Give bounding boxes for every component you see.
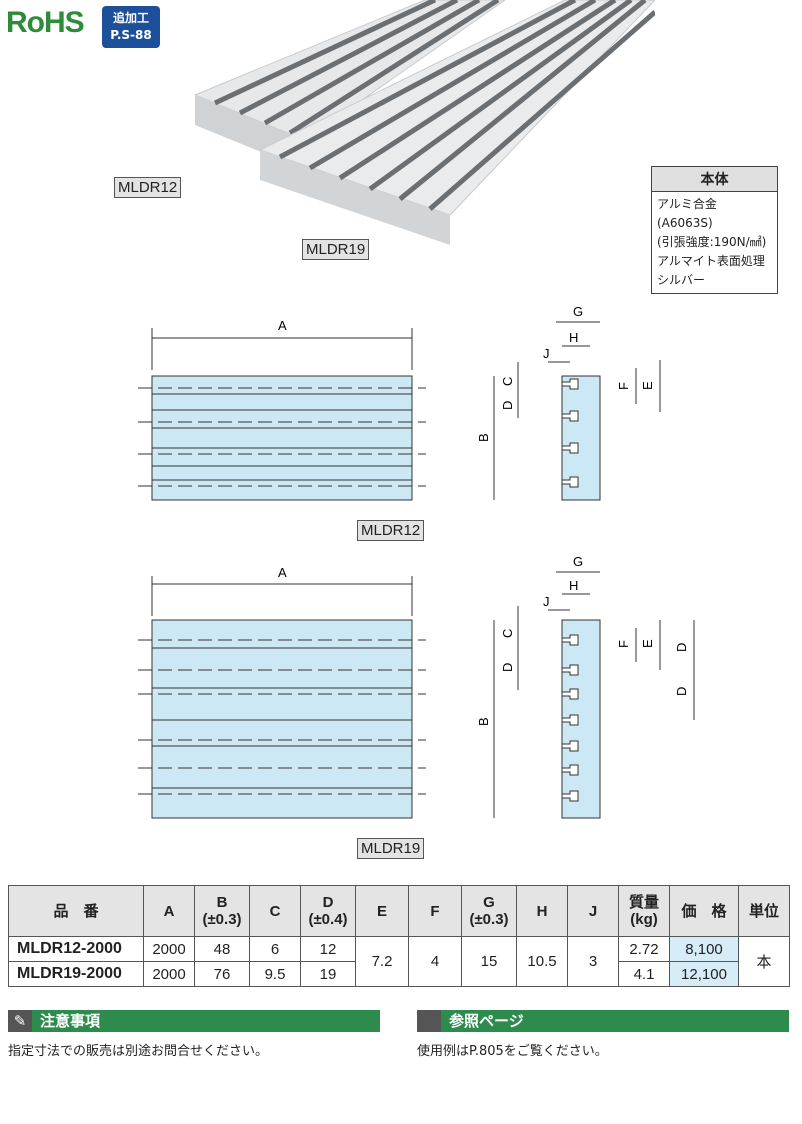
additional-processing-tag: 追加工 P.S-88 [102, 6, 160, 48]
th-h: H [516, 885, 568, 937]
photo-label-mldr19: MLDR19 [302, 239, 370, 260]
cell-d: 12 [300, 936, 356, 962]
cell-j: 3 [567, 936, 619, 987]
dim-label-c: C [500, 377, 515, 386]
spec-line: (引張強度:190N/㎟) [657, 235, 767, 249]
th-f: F [408, 885, 462, 937]
th-mass: 質量(kg) [618, 885, 670, 937]
dim-label-b: B [476, 433, 491, 442]
cell-g: 15 [461, 936, 517, 987]
dim-label-b: B [476, 717, 491, 726]
cell-c: 6 [249, 936, 301, 962]
reference-marker-icon [417, 1010, 441, 1032]
reference-title: 参照ページ [449, 1012, 524, 1030]
dim-label-h: H [569, 330, 578, 345]
dim-label-a: A [278, 565, 287, 580]
tag-line2: P.S-88 [110, 28, 152, 42]
th-e: E [355, 885, 409, 937]
dim-label-d: D [674, 643, 689, 652]
dim-label-h: H [569, 578, 578, 593]
caution-title: 注意事項 [40, 1012, 101, 1030]
cell-e: 7.2 [355, 936, 409, 987]
dim-label-e: E [640, 381, 655, 390]
th-d: D(±0.4) [300, 885, 356, 937]
spec-line: アルミ合金(A6063S) [657, 197, 717, 230]
th-b: B(±0.3) [194, 885, 250, 937]
dim-label-e: E [640, 639, 655, 648]
dim-label-d: D [500, 663, 515, 672]
tag-line1: 追加工 [112, 11, 149, 25]
dim-label-g: G [573, 554, 583, 569]
cell-part: MLDR12-2000 [8, 936, 144, 962]
dim-label-d: D [500, 401, 515, 410]
cell-b: 48 [194, 936, 250, 962]
spec-table: 品 番 A B(±0.3) C D(±0.4) E F G(±0.3) H J … [8, 885, 790, 987]
spec-line: アルマイト表面処理 [657, 254, 765, 268]
material-spec-box: 本体 アルミ合金(A6063S) (引張強度:190N/㎟) アルマイト表面処理… [651, 166, 778, 294]
cell-mass: 4.1 [618, 961, 670, 987]
reference-bar: 参照ページ [417, 1010, 789, 1032]
cell-mass: 2.72 [618, 936, 670, 962]
spec-line: シルバー [657, 273, 706, 287]
drawing-mldr12: A G H J B C D F E [138, 304, 661, 501]
table-row: MLDR12-2000 2000 48 6 12 7.2 4 15 10.5 3… [8, 936, 790, 987]
th-j: J [567, 885, 619, 937]
cell-a: 2000 [143, 961, 195, 987]
cell-part: MLDR19-2000 [8, 961, 144, 987]
cell-d: 19 [300, 961, 356, 987]
dim-label-g: G [573, 304, 583, 319]
cell-unit: 本 [738, 936, 790, 987]
cell-h: 10.5 [516, 936, 568, 987]
caution-text: 指定寸法での販売は別途お問合せください。 [8, 1044, 269, 1059]
dim-label-d: D [674, 687, 689, 696]
th-price: 価 格 [669, 885, 739, 937]
drawing-mldr19: A G H J B C D F E D D [138, 554, 695, 819]
drawing-label-mldr12: MLDR12 [357, 520, 425, 541]
cell-f: 4 [408, 936, 462, 987]
reference-text: 使用例はP.805をご覧ください。 [417, 1044, 608, 1059]
photo-label-mldr12: MLDR12 [114, 177, 182, 198]
dim-label-j: J [543, 346, 550, 361]
dim-label-c: C [500, 629, 515, 638]
dim-label-f: F [616, 640, 631, 648]
dim-label-f: F [616, 382, 631, 390]
drawing-label-mldr19: MLDR19 [357, 838, 425, 859]
th-unit: 単位 [738, 885, 790, 937]
dim-label-a: A [278, 318, 287, 333]
cell-price: 8,100 [669, 936, 739, 962]
pencil-icon: ✎ [8, 1010, 32, 1032]
spec-title: 本体 [652, 167, 777, 192]
th-g: G(±0.3) [461, 885, 517, 937]
th-c: C [249, 885, 301, 937]
cell-b: 76 [194, 961, 250, 987]
cell-a: 2000 [143, 936, 195, 962]
rohs-logo: RoHS [6, 6, 85, 39]
cell-c: 9.5 [249, 961, 301, 987]
th-a: A [143, 885, 195, 937]
table-row: MLDR19-2000 2000 76 9.5 19 4.1 12,100 [8, 961, 790, 987]
product-photo [193, 0, 655, 245]
caution-bar: ✎ 注意事項 [8, 1010, 380, 1032]
th-part: 品 番 [8, 885, 144, 937]
cell-price: 12,100 [669, 961, 739, 987]
dim-label-j: J [543, 594, 550, 609]
